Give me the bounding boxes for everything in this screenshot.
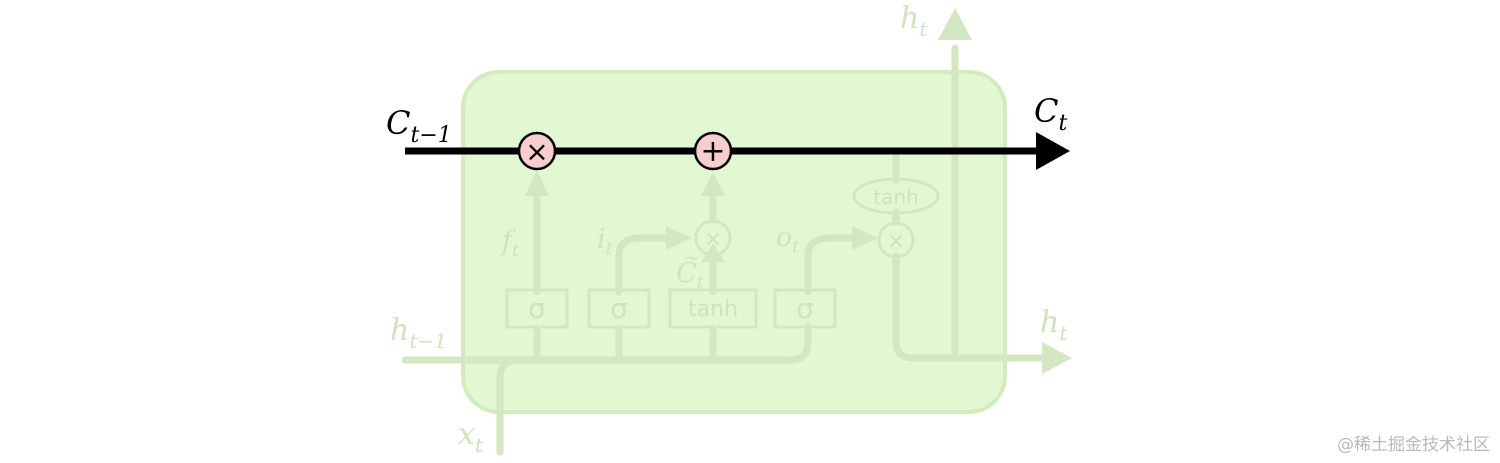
candidate-gate-box — [668, 288, 758, 329]
input-add-symbol: + — [700, 134, 725, 169]
output-multiply-circle — [877, 221, 915, 259]
watermark: @稀土掘金技术社区 — [1337, 435, 1490, 455]
forget-gate-box — [505, 288, 569, 329]
c-prev-label: Ct−1 — [386, 104, 452, 148]
input-multiply-circle — [694, 219, 732, 257]
forget-gate-label: σ — [528, 292, 546, 325]
output-gate-label: σ — [796, 292, 814, 325]
input-multiply-symbol: × — [704, 227, 722, 252]
h-right-arrowhead — [1042, 342, 1072, 374]
hidden-output-line — [892, 252, 1050, 362]
forget-arrowhead — [525, 170, 549, 196]
h-prev-label: ht−1 — [390, 313, 447, 353]
faded-arrowheads — [525, 8, 1072, 374]
faded-paths — [401, 44, 1050, 456]
candidate-gate-label: tanh — [688, 297, 738, 322]
tanh-output-ellipse — [852, 177, 940, 215]
x-input-line — [496, 356, 524, 456]
h-right-label: ht — [1040, 305, 1068, 345]
input-gate-arrow-line — [615, 234, 672, 296]
h-top-arrowhead — [938, 8, 972, 40]
tanh-output-label: tanh — [873, 185, 918, 209]
output-gate-arrow-line — [804, 234, 858, 296]
output-arrowhead — [852, 226, 878, 250]
output-multiply-symbol: × — [887, 229, 905, 254]
input-gate-label: σ — [610, 292, 628, 325]
input-gate-box — [587, 288, 651, 329]
h-prev-input-line — [401, 322, 812, 364]
input-add-op — [693, 131, 733, 171]
forget-multiply-symbol: × — [525, 135, 548, 168]
input-arrowhead — [666, 226, 692, 250]
input-label: it — [597, 224, 614, 259]
output-gate-box — [773, 288, 837, 329]
candidate-arrowhead — [701, 244, 725, 262]
candidate-tilde: ~ — [683, 245, 700, 269]
output-label: ot — [776, 222, 800, 257]
candidate-label: Ct — [676, 258, 705, 293]
input-product-arrowhead — [701, 172, 725, 196]
gate-boxes — [505, 177, 940, 329]
h-top-label: ht — [900, 1, 928, 41]
forget-multiply-op — [517, 131, 557, 171]
cell-state-arrowhead — [1036, 132, 1070, 170]
x-label: xt — [458, 417, 484, 457]
c-next-label: Ct — [1034, 92, 1067, 136]
